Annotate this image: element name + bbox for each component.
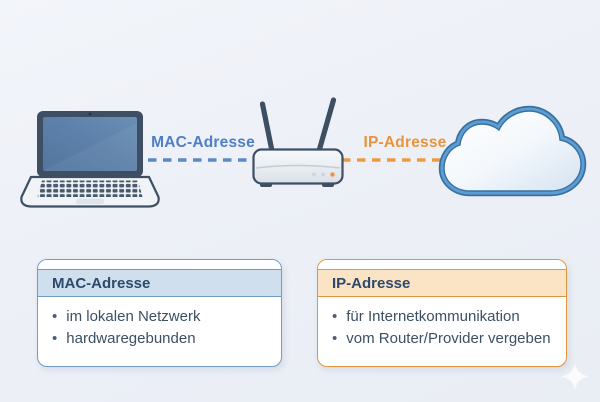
- cloud-icon: [438, 105, 587, 197]
- ip-link-label: IP-Adresse: [363, 134, 447, 151]
- ip-address-card: IP-Adresse für Internetkommunikation vom…: [317, 259, 567, 367]
- mac-link-label: MAC-Adresse: [151, 134, 255, 151]
- mac-card-bullet: im lokalen Netzwerk: [52, 306, 267, 328]
- mac-card-bullet-list: im lokalen Netzwerk hardwaregebunden: [52, 306, 267, 350]
- ip-card-title: IP-Adresse: [318, 269, 566, 297]
- ip-card-bullet: vom Router/Provider vergeben: [332, 328, 552, 350]
- mac-address-card: MAC-Adresse im lokalen Netzwerk hardware…: [37, 259, 282, 367]
- mac-card-top-strip: [38, 260, 281, 269]
- laptop-icon: [20, 111, 160, 208]
- mac-card-title: MAC-Adresse: [38, 269, 281, 297]
- ip-card-bullet: für Internetkommunikation: [332, 306, 552, 328]
- ip-card-top-strip: [318, 260, 566, 269]
- ip-card-bullet-list: für Internetkommunikation vom Router/Pro…: [332, 306, 552, 350]
- mac-card-body: im lokalen Netzwerk hardwaregebunden: [38, 297, 281, 350]
- sparkle-icon: [561, 363, 589, 390]
- mac-card-bullet: hardwaregebunden: [52, 328, 267, 350]
- router-icon: [252, 97, 344, 187]
- ip-card-body: für Internetkommunikation vom Router/Pro…: [318, 297, 566, 350]
